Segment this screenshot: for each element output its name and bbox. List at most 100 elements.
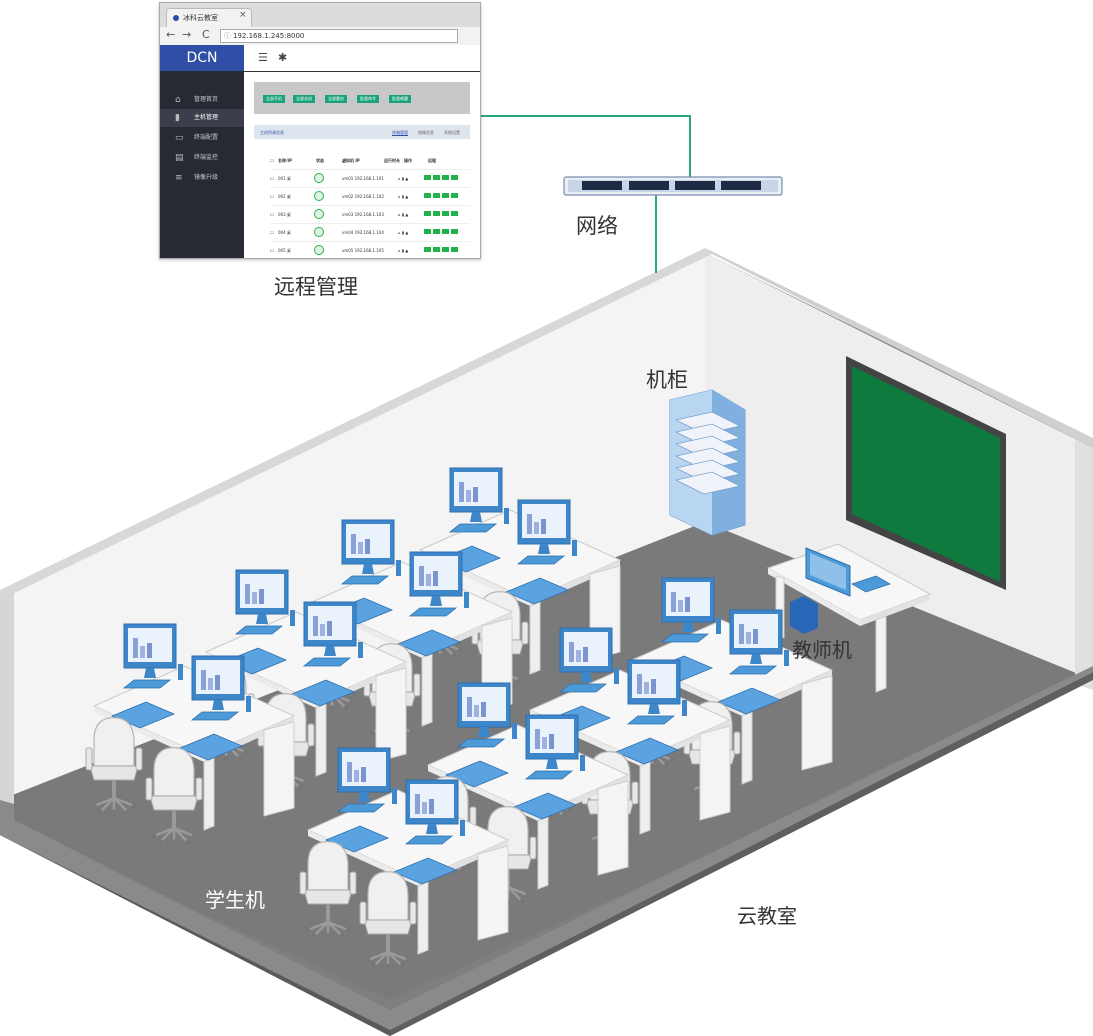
row-name: 003 桌: [278, 212, 291, 217]
row-checkbox[interactable]: ☐: [270, 248, 274, 253]
host-icon: ▮: [175, 113, 180, 123]
row-ip: vm02 192.168.1.102: [342, 194, 384, 199]
power-on-all-button[interactable]: 全部开机: [263, 95, 285, 103]
restart-all-button[interactable]: 全部重启: [325, 95, 347, 103]
remote-button[interactable]: [442, 193, 449, 198]
tab-favicon-icon: [173, 15, 179, 21]
forward-button[interactable]: →: [182, 28, 192, 41]
server-cabinet: [669, 389, 746, 536]
row-ip: vm01 192.168.1.101: [342, 176, 384, 181]
row-ops-icons[interactable]: ⌂ ▮ ▲: [398, 212, 409, 217]
remote-button[interactable]: [433, 193, 440, 198]
sidebar-item-label: 管理首页: [194, 96, 219, 103]
tab-close-icon[interactable]: ×: [239, 10, 247, 20]
tab-system[interactable]: 系统设置: [444, 130, 460, 135]
remote-button[interactable]: [424, 211, 431, 216]
cloud-classroom-label: 云教室: [737, 904, 797, 928]
host-list-panel: 主机列表信息 终端管理 镜像信息 系统设置 ☐ 名称/IP 状态 虚拟机 IP …: [254, 125, 470, 255]
remote-button[interactable]: [424, 229, 431, 234]
sidebar-item-terminal-monitor[interactable]: ▤ 终端监控: [160, 149, 244, 167]
row-checkbox[interactable]: ☐: [270, 176, 274, 181]
col-uptime: 运行时长: [384, 158, 400, 163]
sidebar-item-image-upgrade[interactable]: ≡ 镜像升级: [160, 169, 244, 187]
batch-wake-button[interactable]: 批量唤醒: [389, 95, 411, 103]
remote-button[interactable]: [451, 211, 458, 216]
remote-button[interactable]: [442, 247, 449, 252]
remote-button[interactable]: [442, 211, 449, 216]
row-ops-icons[interactable]: ⌂ ▮ ▲: [398, 176, 409, 181]
row-name: 005 桌: [278, 248, 291, 253]
network-label: 网络: [576, 214, 618, 238]
remote-button[interactable]: [451, 229, 458, 234]
remote-button[interactable]: [442, 229, 449, 234]
remote-button[interactable]: [451, 193, 458, 198]
remote-button[interactable]: [451, 175, 458, 180]
cabinet-label: 机柜: [646, 368, 688, 392]
sidebar-item-home[interactable]: ⌂ 管理首页: [160, 91, 244, 109]
brand-logo: DCN: [160, 45, 244, 71]
table-header-row: ☐ 名称/IP 状态 虚拟机 IP 运行时长 操作 远程: [270, 151, 470, 170]
table-row: ☐ 001 桌 vm01 192.168.1.101 ⌂ ▮ ▲: [270, 169, 470, 188]
sidebar-item-label: 终端监控: [194, 154, 219, 161]
table-row: ☐ 005 桌 vm05 192.168.1.105 ⌂ ▮ ▲: [270, 241, 470, 258]
list-icon[interactable]: ☰: [258, 51, 268, 64]
app-topbar: ☰ ✱: [244, 45, 480, 72]
remote-management-label: 远程管理: [274, 275, 358, 299]
remote-button[interactable]: [433, 247, 440, 252]
sidebar-item-host[interactable]: ▮ 主机管理: [160, 109, 244, 127]
browser-window: 冰科云教室 × ← → C ⓘ 192.168.1.245:8000 DCN ⌂…: [159, 2, 481, 259]
col-vm-ip: 虚拟机 IP: [342, 158, 360, 163]
sidebar-item-terminal-config[interactable]: ▭ 终端配置: [160, 129, 244, 147]
sidebar-item-label: 镜像升级: [194, 174, 219, 181]
remote-button[interactable]: [442, 175, 449, 180]
power-off-all-button[interactable]: 全部关机: [293, 95, 315, 103]
remote-button[interactable]: [433, 229, 440, 234]
remote-button[interactable]: [433, 211, 440, 216]
tab-image[interactable]: 镜像信息: [418, 130, 434, 135]
sidebar-item-label: 主机管理: [194, 114, 219, 121]
nav-bar: ← → C ⓘ 192.168.1.245:8000: [160, 27, 480, 45]
row-ip: vm04 192.168.1.104: [342, 230, 384, 235]
row-name: 002 桌: [278, 194, 291, 199]
status-online-icon: [314, 173, 324, 183]
monitor-icon: ▭: [175, 133, 184, 143]
remote-button[interactable]: [424, 175, 431, 180]
status-online-icon: [314, 227, 324, 237]
home-icon: ⌂: [175, 95, 181, 105]
tab-bar: 冰科云教室 ×: [160, 3, 480, 28]
batch-command-button[interactable]: 批量命令: [357, 95, 379, 103]
tab-terminal[interactable]: 终端管理: [392, 130, 408, 135]
panel-title: 主机列表信息: [260, 130, 284, 135]
remote-button[interactable]: [433, 175, 440, 180]
printer-icon: ▤: [175, 153, 184, 163]
reload-button[interactable]: C: [202, 28, 210, 41]
row-checkbox[interactable]: ☐: [270, 212, 274, 217]
row-ops-icons[interactable]: ⌂ ▮ ▲: [398, 230, 409, 235]
remote-button[interactable]: [424, 247, 431, 252]
action-toolbar: 全部开机 全部关机 全部重启 批量命令 批量唤醒: [254, 82, 470, 114]
row-checkbox[interactable]: ☐: [270, 194, 274, 199]
network-switch: [563, 176, 783, 196]
back-button[interactable]: ←: [166, 28, 176, 41]
address-bar[interactable]: ⓘ 192.168.1.245:8000: [220, 29, 458, 43]
row-name: 004 桌: [278, 230, 291, 235]
remote-button[interactable]: [424, 193, 431, 198]
status-online-icon: [314, 245, 324, 255]
table-row: ☐ 004 桌 vm04 192.168.1.104 ⌂ ▮ ▲: [270, 223, 470, 242]
col-remote: 远程: [428, 158, 436, 163]
gear-icon[interactable]: ✱: [278, 51, 288, 64]
row-ip: vm05 192.168.1.105: [342, 248, 384, 253]
app-main: ☰ ✱ 全部开机 全部关机 全部重启 批量命令 批量唤醒 主机列表信息 终端管理…: [244, 45, 480, 258]
info-icon: ⓘ: [224, 32, 231, 40]
remote-button[interactable]: [451, 247, 458, 252]
row-checkbox[interactable]: ☐: [270, 230, 274, 235]
select-all-checkbox[interactable]: ☐: [270, 158, 274, 163]
browser-tab[interactable]: 冰科云教室 ×: [166, 8, 252, 28]
row-ops-icons[interactable]: ⌂ ▮ ▲: [398, 248, 409, 253]
database-icon: ≡: [175, 173, 183, 183]
status-online-icon: [314, 191, 324, 201]
student-machine-label: 学生机: [205, 888, 265, 912]
row-ops-icons[interactable]: ⌂ ▮ ▲: [398, 194, 409, 199]
app-sidebar: DCN ⌂ 管理首页 ▮ 主机管理 ▭ 终端配置 ▤ 终端监控 ≡ 镜像升级: [160, 45, 244, 258]
